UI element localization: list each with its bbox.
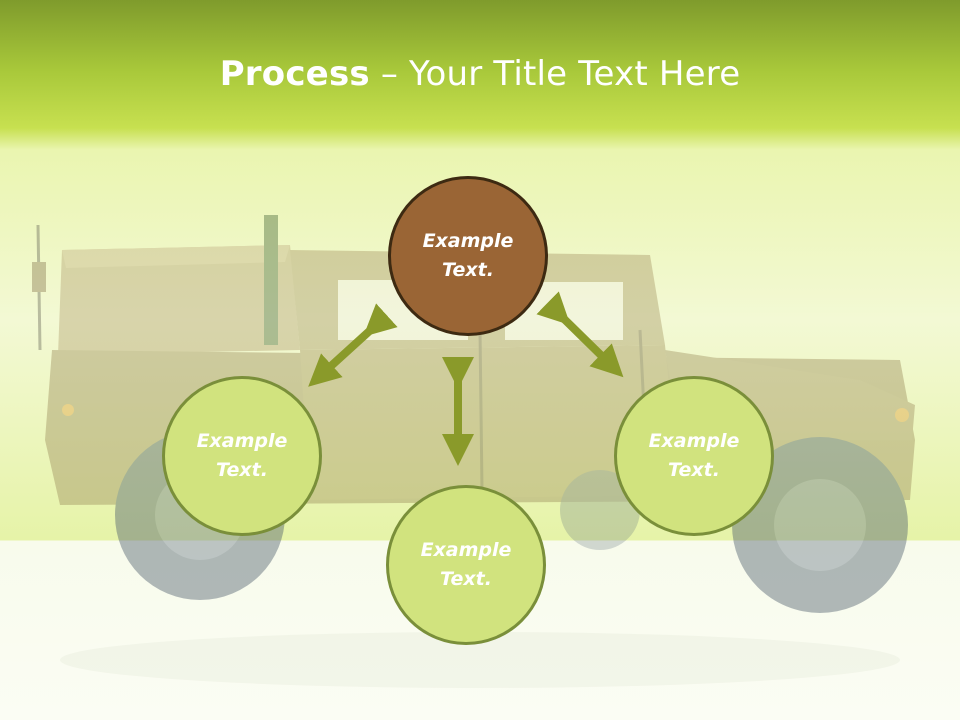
node-bottom-text: Example Text. xyxy=(420,539,512,590)
process-node-top: Example Text. xyxy=(388,176,548,336)
node-right-text: Example Text. xyxy=(648,430,740,481)
process-node-right: Example Text. xyxy=(614,376,774,536)
slide-title: Process – Your Title Text Here xyxy=(0,52,960,96)
title-rest: – Your Title Text Here xyxy=(369,54,741,94)
node-left-text: Example Text. xyxy=(196,430,288,481)
arrow-top-left xyxy=(308,303,398,387)
node-top-text: Example Text. xyxy=(422,230,514,281)
process-node-left: Example Text. xyxy=(162,376,322,536)
process-node-bottom: Example Text. xyxy=(386,485,546,645)
title-bold: Process xyxy=(219,54,370,94)
arrow-top-right xyxy=(536,291,624,378)
